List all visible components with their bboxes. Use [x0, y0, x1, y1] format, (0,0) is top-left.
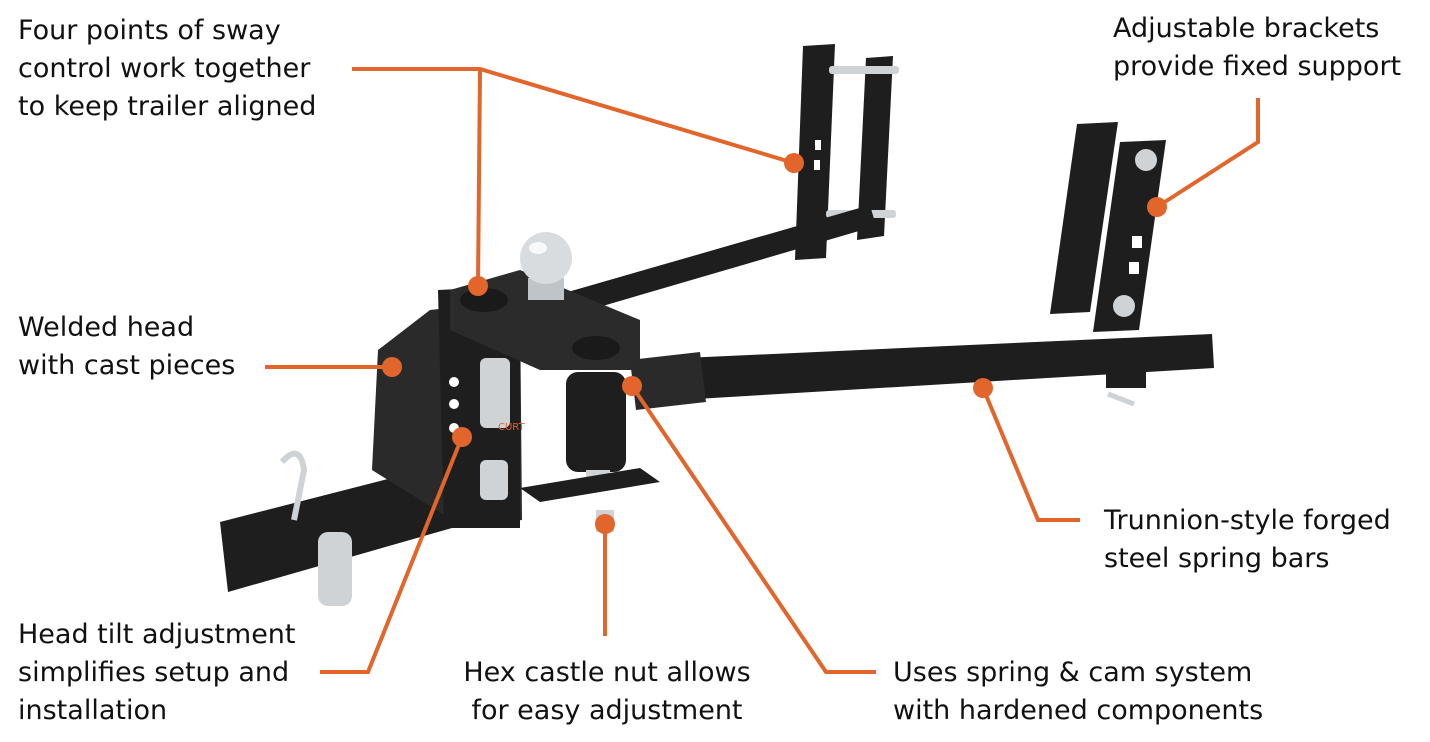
dot-spring-cam: [622, 376, 642, 396]
brand-logo: CURT: [498, 422, 526, 433]
callout-line: Hex castle nut allows: [463, 657, 751, 688]
callout-line: with cast pieces: [18, 350, 236, 381]
callout-line: Welded head: [18, 312, 195, 343]
callout-line: simplifies setup and: [18, 657, 290, 688]
bracket-latch: [1106, 368, 1146, 388]
leader-brackets: [1155, 98, 1260, 209]
callout-line: to keep trailer aligned: [18, 91, 317, 122]
callout-spring-bars: Trunnion-style forged steel spring bars: [1104, 502, 1391, 578]
callout-brackets: Adjustable brackets provide fixed suppor…: [1113, 10, 1401, 86]
upper-spring-bar: [540, 205, 876, 322]
callout-line: Uses spring & cam system: [893, 657, 1253, 688]
leader-head-tilt: [320, 436, 464, 674]
callout-leaders: [265, 67, 1260, 674]
callout-line: control work together: [18, 53, 311, 84]
callout-head-tilt: Head tilt adjustment simplifies setup an…: [18, 616, 296, 730]
callout-castle-nut: Hex castle nut allows for easy adjustmen…: [452, 654, 762, 730]
callout-welded-head: Welded head with cast pieces: [18, 309, 235, 385]
dot-sway-2: [468, 276, 488, 296]
callout-line: with hardened components: [893, 695, 1264, 726]
callout-line: provide fixed support: [1113, 51, 1402, 82]
trunnion-end: [630, 352, 706, 410]
hitch-ball: [520, 232, 572, 300]
leader-spring-cam: [630, 384, 876, 674]
callout-line: Adjustable brackets: [1113, 13, 1380, 44]
callout-line: steel spring bars: [1104, 543, 1330, 574]
dot-welded-head: [382, 357, 402, 377]
leader-sway-b: [476, 68, 482, 287]
callout-line: Trunnion-style forged: [1104, 505, 1391, 536]
callout-sway-control: Four points of sway control work togethe…: [18, 12, 316, 126]
clip-pin: [279, 450, 308, 521]
leader-spring-bars: [981, 387, 1080, 522]
dot-brackets: [1147, 197, 1167, 217]
dot-castle-nut: [595, 514, 615, 534]
dot-sway-1: [784, 153, 804, 173]
callout-line: for easy adjustment: [471, 695, 743, 726]
callout-spring-cam: Uses spring & cam system with hardened c…: [893, 654, 1263, 730]
callout-line: Head tilt adjustment: [18, 619, 296, 650]
dot-head-tilt: [452, 427, 472, 447]
dot-spring-bars: [973, 378, 993, 398]
callout-line: installation: [18, 695, 168, 726]
callout-dots: [382, 153, 1167, 534]
right-bracket: [1050, 122, 1166, 332]
lower-spring-bar: [640, 334, 1214, 402]
leader-sway-a: [352, 67, 795, 165]
callout-line: Four points of sway: [18, 15, 281, 46]
hitch-pin: [318, 532, 352, 606]
